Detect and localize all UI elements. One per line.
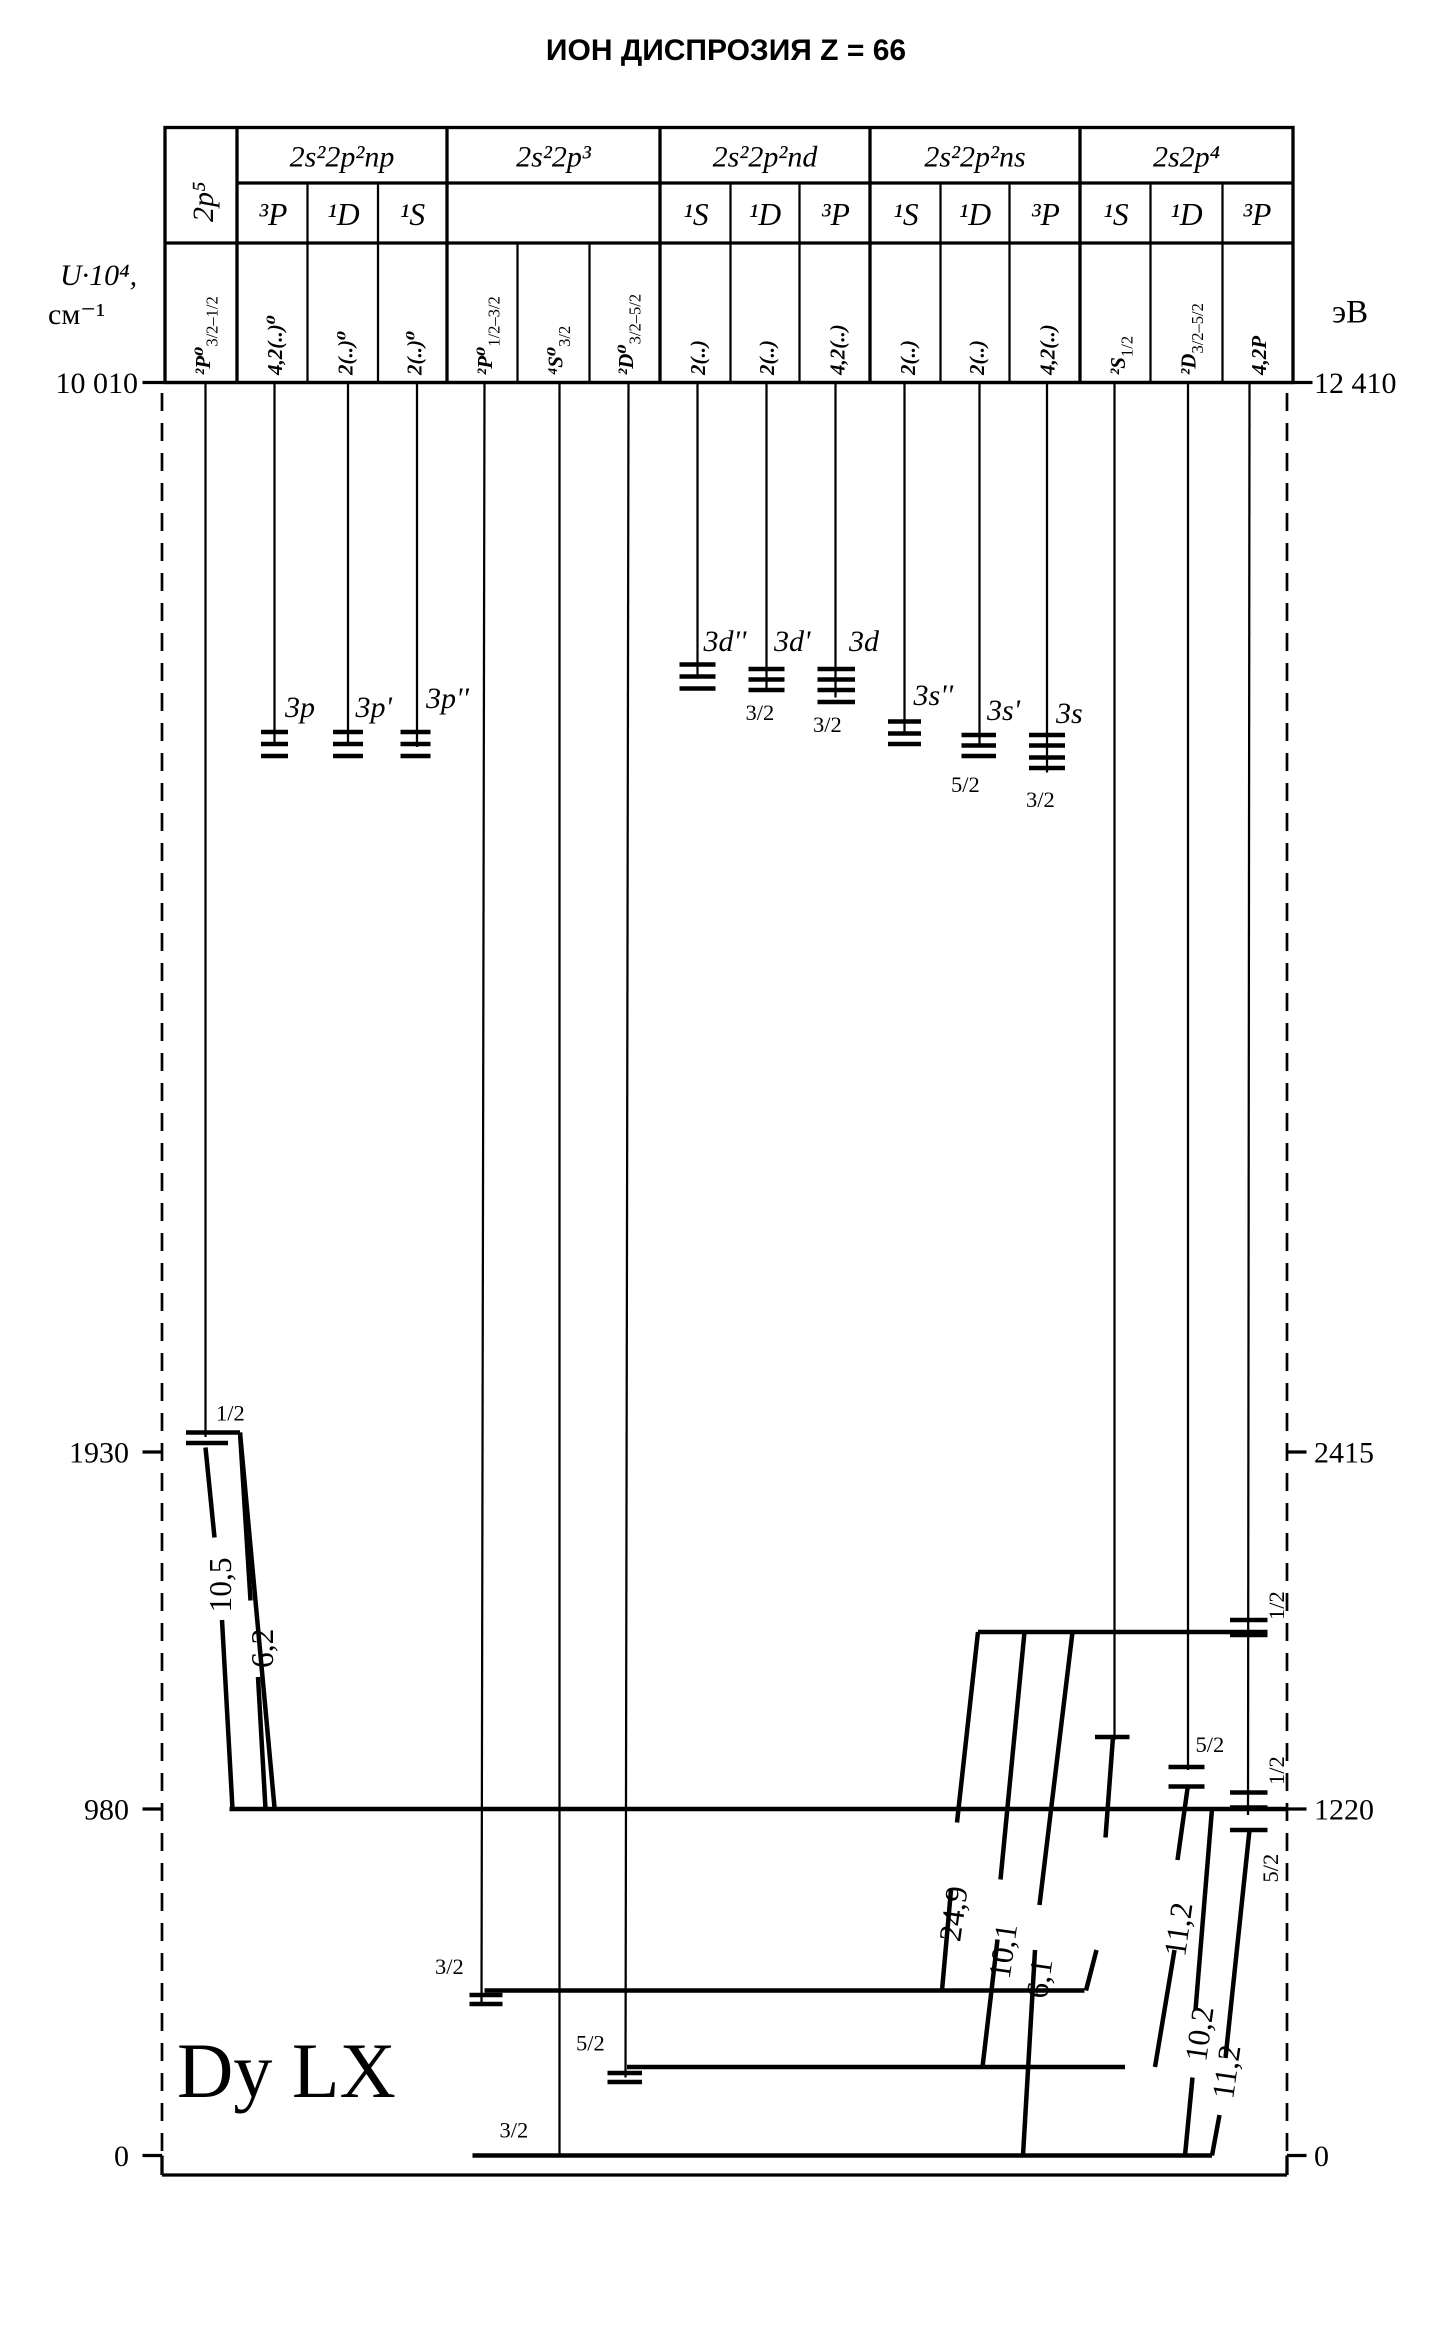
y-tick-label: 980 — [84, 1794, 129, 1827]
term-label: ³P — [1243, 197, 1272, 232]
transition-label: 10,1 — [982, 1922, 1024, 1981]
ion-label: Dy LX — [177, 2027, 396, 2114]
j-label: 5/2 — [1258, 1854, 1283, 1883]
transition-label: 6,1 — [1019, 1957, 1059, 2001]
state-label: 4,2(..)⁰ — [263, 315, 287, 376]
config-np: 2s²2p²np — [290, 141, 395, 174]
y-right-tick-label: 0 — [1314, 2140, 1329, 2173]
level-label: 3p' — [355, 691, 393, 724]
j-label: 1/2 — [216, 1401, 245, 1426]
term-label: ¹D — [959, 197, 991, 232]
state-label: 4,2(..) — [1036, 324, 1060, 376]
j-label: 3/2 — [813, 712, 842, 737]
level-label: 3p'' — [425, 682, 469, 715]
level-label: 3s — [1055, 697, 1083, 730]
header-table: 2p⁵ 2s²2p²np 2s²2p³ 2s²2p²nd 2s²2p²ns 2s… — [163, 125, 1295, 385]
transition-label: 10,5 — [203, 1557, 238, 1612]
j-label: 3/2 — [1026, 787, 1055, 812]
diagram-title: ИОН ДИСПРОЗИЯ Z = 66 — [546, 34, 906, 67]
config-p3: 2s²2p³ — [516, 141, 592, 174]
config-2s2p4: 2s2p⁴ — [1153, 141, 1220, 174]
state-label: 2(..) — [755, 340, 779, 376]
j-label: 5/2 — [951, 772, 980, 797]
state-label: ²S1/2 — [1106, 336, 1137, 375]
transition-lines — [203, 1432, 1252, 2156]
level-ticks — [186, 662, 1268, 2085]
y-tick-label: 1930 — [69, 1437, 129, 1470]
term-label: ¹S — [400, 197, 425, 232]
term-label: ¹S — [1103, 197, 1128, 232]
term-label: ¹D — [327, 197, 359, 232]
state-label: ²P⁰1/2–3/2 — [473, 296, 504, 375]
term-label: ¹D — [1170, 197, 1202, 232]
state-label: ⁴S⁰3/2 — [544, 326, 575, 375]
j-label: 5/2 — [576, 2031, 605, 2056]
transition-label: 10,2 — [1178, 2004, 1220, 2063]
j-label: 3/2 — [500, 2118, 529, 2143]
y-right-tick-label: 12 410 — [1314, 367, 1397, 400]
level-label: 3d'' — [703, 625, 747, 658]
y-right-tick-label: 2415 — [1314, 1437, 1374, 1470]
level-label: 3s' — [986, 694, 1021, 727]
state-label: ²P⁰3/2–1/2 — [191, 296, 222, 375]
transition-label: 6,2 — [245, 1629, 280, 1668]
y-axis-label: U·10⁴, — [60, 259, 137, 292]
term-label: ³P — [821, 197, 850, 232]
j-label: 3/2 — [746, 700, 775, 725]
term-label: ¹S — [683, 197, 708, 232]
term-label: ³P — [1031, 197, 1060, 232]
state-label: 2(..)⁰ — [334, 331, 358, 376]
y-right-tick-label: 1220 — [1314, 1794, 1374, 1827]
transition-label: 11,2 — [1157, 1900, 1199, 1958]
j-label: 1/2 — [1264, 1591, 1289, 1620]
state-label: 2(..) — [965, 340, 989, 376]
config-ns: 2s²2p²ns — [924, 141, 1025, 174]
y-tick-label: 0 — [114, 2140, 129, 2173]
transition-label: 24,9 — [932, 1884, 974, 1943]
config-2p5: 2p⁵ — [187, 182, 220, 222]
j-label: 5/2 — [1196, 1732, 1225, 1757]
config-nd: 2s²2p²nd — [713, 141, 819, 174]
level-label: 3p — [284, 691, 315, 724]
y-axis-right-unit: эВ — [1332, 295, 1368, 331]
level-label: 3d — [848, 625, 880, 658]
state-label: 2(..)⁰ — [403, 331, 427, 376]
term-label: ¹D — [749, 197, 781, 232]
state-label: ²D3/2–5/2 — [1177, 303, 1208, 375]
state-label: 2(..) — [896, 340, 920, 376]
level-label: 3d' — [773, 625, 811, 658]
y-tick-label: 10 010 — [56, 367, 139, 400]
state-label: 4,2P — [1247, 336, 1271, 376]
level-label: 3s'' — [913, 679, 954, 712]
transition-label: 11,2 — [1205, 2043, 1247, 2101]
y-axis-unit: см⁻¹ — [48, 298, 105, 331]
term-label: ³P — [259, 197, 288, 232]
j-label: 3/2 — [435, 1954, 464, 1979]
state-label: 4,2(..) — [826, 324, 850, 376]
series-lines — [204, 382, 1251, 2156]
j-label: 1/2 — [1264, 1756, 1289, 1785]
state-label: ²D⁰3/2–5/2 — [614, 294, 645, 375]
state-label: 2(..) — [686, 340, 710, 376]
term-label: ¹S — [893, 197, 918, 232]
